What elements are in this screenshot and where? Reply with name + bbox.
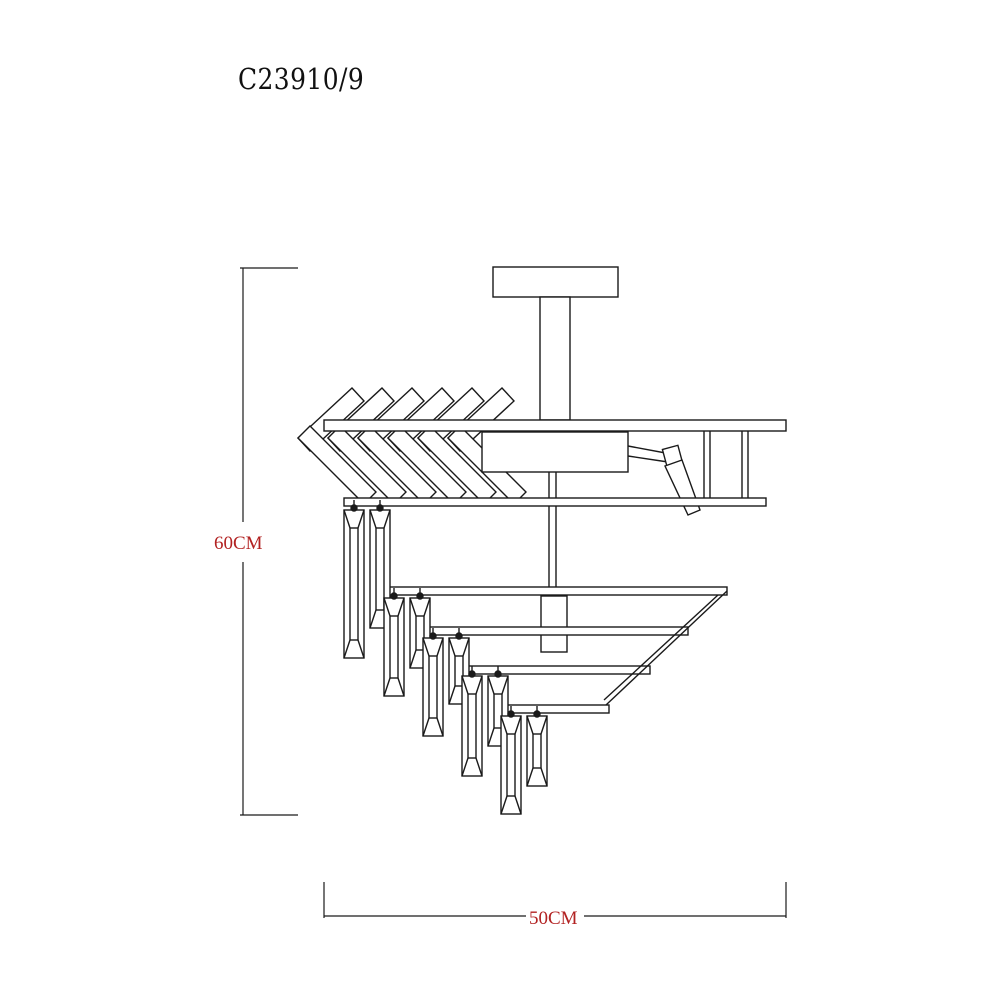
herringbone-slat: [297, 425, 377, 505]
central-body: [481, 431, 629, 473]
top-frame-bar: [323, 419, 787, 432]
down-rod: [539, 296, 571, 421]
model-code: C23910/9: [238, 62, 365, 96]
tier-bar-4: [500, 704, 610, 714]
chandelier-fixture: [297, 266, 787, 815]
width-label: 50CM: [529, 908, 578, 929]
crystal-prism: [461, 666, 483, 777]
crystal-prisms: [343, 500, 548, 815]
height-dimension: [240, 267, 298, 816]
height-label: 60CM: [214, 533, 263, 554]
crystal-prism: [526, 706, 548, 787]
crystal-prism: [500, 706, 522, 815]
ceiling-canopy: [492, 266, 619, 298]
tier-bar-3: [461, 665, 651, 675]
crystal-prism: [343, 500, 365, 659]
crystal-prism: [383, 588, 405, 697]
crystal-prism: [422, 628, 444, 737]
width-dimension: [323, 882, 787, 918]
second-frame-bar: [343, 497, 767, 507]
side-lamp-shade: [664, 459, 701, 516]
tier-bar-2: [422, 626, 689, 636]
tier-bar-1: [382, 586, 728, 596]
